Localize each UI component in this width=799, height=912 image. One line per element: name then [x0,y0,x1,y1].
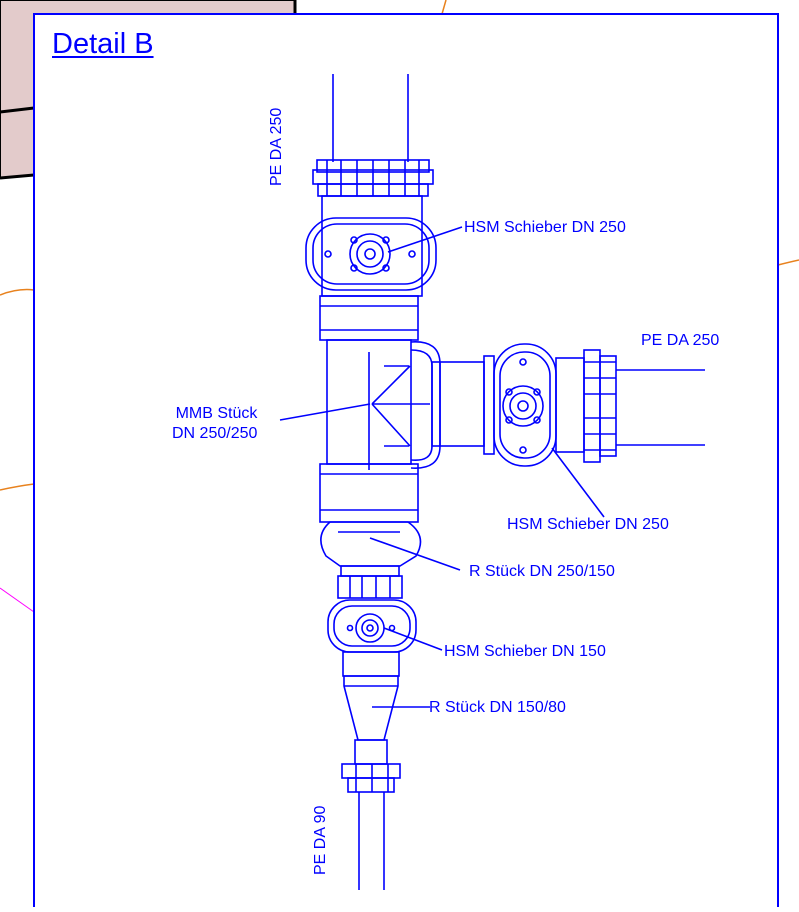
leader-hsm-right [551,447,605,518]
leader-mmb [279,403,371,421]
top-valve-handwheel [305,217,437,291]
label-mmb: MMB Stück DN 250/250 [172,404,257,444]
leader-hsm-small [383,627,443,651]
magenta-line [0,587,35,613]
detail-title: Detail B [52,28,154,60]
panel-edge-line [0,106,35,114]
contour-line [0,288,35,296]
leader-hsm-top [387,226,463,253]
label-pe-da-250-top: PE DA 250 [268,107,285,186]
label-hsm-top: HSM Schieber DN 250 [464,219,626,236]
panel-edge-line [0,173,35,180]
right-coupling [555,349,617,463]
label-r-250-150: R Stück DN 250/150 [469,563,615,580]
contour-line [441,0,447,15]
label-mmb-line1: MMB Stück [175,405,258,422]
label-pe-da-250-right: PE DA 250 [641,332,720,349]
leader-r-250-150 [369,537,461,571]
label-hsm-small: HSM Schieber DN 150 [444,643,606,660]
label-pe-da-90: PE DA 90 [312,805,329,875]
bottom-coupling [341,739,401,793]
right-valve-handwheel [493,343,557,467]
label-hsm-right: HSM Schieber DN 250 [507,516,669,533]
detail-frame [33,13,779,912]
small-coupling [337,565,403,599]
label-mmb-line2: DN 250/250 [172,425,258,442]
contour-line [777,259,799,266]
reducer-250-150 [320,521,422,567]
contour-line [0,483,35,491]
label-r-150-80: R Stück DN 150/80 [429,699,566,716]
